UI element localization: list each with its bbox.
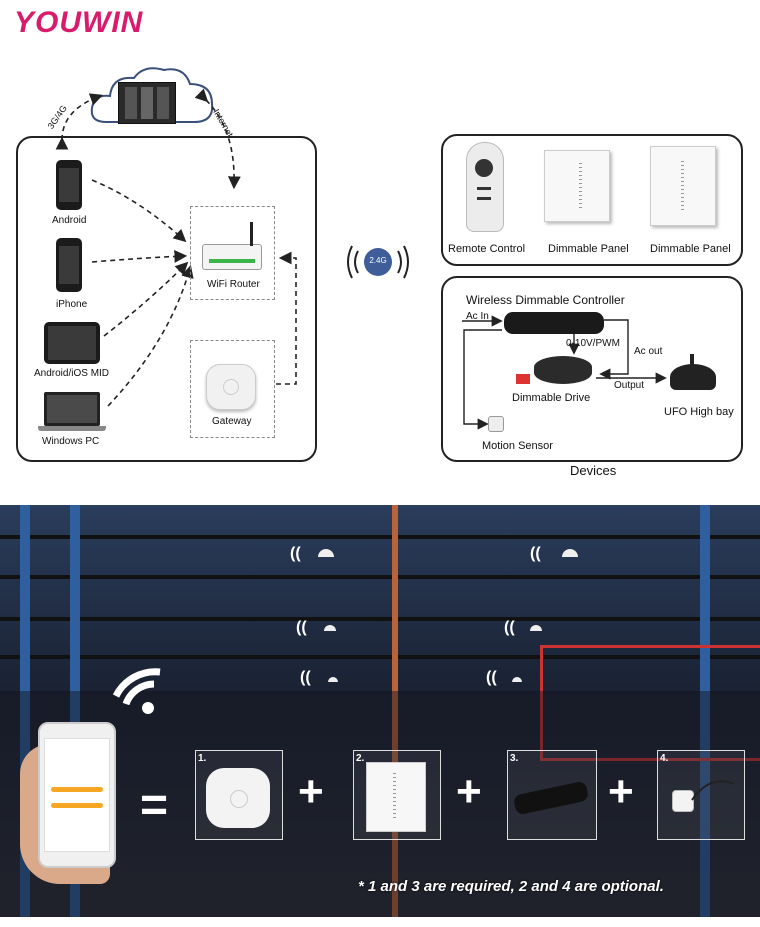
item-2-number: 2. bbox=[356, 753, 365, 764]
network-arrows bbox=[55, 88, 297, 407]
dimmable-drive-icon bbox=[534, 356, 592, 384]
remote-control-icon bbox=[466, 142, 504, 232]
router-antenna bbox=[250, 222, 253, 246]
device-label-iphone: iPhone bbox=[56, 299, 88, 310]
dimmable-panel-1-icon bbox=[544, 150, 610, 222]
item-4-number: 4. bbox=[660, 753, 669, 764]
plus-sign: + bbox=[608, 767, 634, 816]
devices-caption: Devices bbox=[570, 463, 617, 478]
wifi-router-icon bbox=[202, 244, 262, 270]
ac-out-label: Ac out bbox=[634, 346, 663, 357]
ufo-highbay-icon bbox=[670, 364, 716, 390]
controller-title: Wireless Dimmable Controller bbox=[466, 293, 625, 307]
dimmable-panel-2-icon bbox=[650, 146, 716, 226]
motion-sensor-icon bbox=[672, 790, 694, 812]
signal-icon: (( bbox=[296, 619, 307, 636]
highbay-light bbox=[318, 549, 334, 557]
dimmable-panel-icon bbox=[366, 762, 426, 832]
highbay-light bbox=[562, 549, 578, 557]
laptop-base bbox=[38, 426, 106, 431]
highbay-label: UFO High bay bbox=[664, 406, 734, 418]
output-label: Output bbox=[614, 380, 645, 391]
wifi-icon bbox=[112, 668, 161, 714]
device-label-mid: Android/iOS MID bbox=[34, 368, 110, 379]
rf-signal-icon bbox=[347, 245, 409, 279]
item-3-number: 3. bbox=[510, 753, 519, 764]
router-box bbox=[190, 206, 275, 300]
router-label: WiFi Router bbox=[207, 279, 260, 290]
plus-sign: + bbox=[298, 767, 324, 816]
signal-icon: (( bbox=[504, 619, 515, 636]
gateway-icon bbox=[206, 364, 256, 410]
highbay-light bbox=[324, 625, 336, 631]
highbay-hook bbox=[690, 354, 694, 366]
signal-icon: (( bbox=[300, 669, 311, 686]
requirements-note: * 1 and 3 are required, 2 and 4 are opti… bbox=[358, 878, 664, 895]
laptop-icon bbox=[44, 392, 100, 426]
controller-icon bbox=[504, 312, 604, 334]
highbay-light bbox=[328, 677, 338, 682]
remote-label: Remote Control bbox=[448, 243, 526, 255]
iphone-icon bbox=[56, 238, 82, 292]
scissor-lift bbox=[540, 645, 760, 761]
panel1-label: Dimmable Panel bbox=[548, 243, 629, 255]
android-phone-icon bbox=[56, 160, 82, 210]
plus-sign: + bbox=[456, 767, 482, 816]
highbay-light bbox=[530, 625, 542, 631]
smartphone-app-icon bbox=[38, 722, 116, 868]
device-label-android: Android bbox=[52, 215, 87, 226]
signal-icon: (( bbox=[486, 669, 497, 686]
gateway-box bbox=[190, 340, 275, 438]
sensor-wire bbox=[691, 780, 735, 801]
highbay-light bbox=[512, 677, 522, 682]
rf-badge-label: 2.4G bbox=[369, 256, 387, 265]
device-label-pc: Windows PC bbox=[42, 436, 100, 447]
server-icon bbox=[118, 82, 176, 124]
equals-sign: = bbox=[140, 779, 169, 832]
motion-sensor-icon bbox=[488, 416, 504, 432]
signal-label: 0-10V/PWM bbox=[566, 338, 620, 349]
tablet-icon bbox=[44, 322, 100, 364]
item-1-number: 1. bbox=[198, 753, 207, 764]
signal-icon: (( bbox=[530, 545, 541, 562]
ac-in-label: Ac In bbox=[466, 311, 489, 322]
gateway-label: Gateway bbox=[212, 416, 252, 427]
item-4-box bbox=[657, 750, 745, 840]
controller-wiring bbox=[462, 315, 667, 430]
panel2-label: Dimmable Panel bbox=[650, 243, 731, 255]
sensor-label: Motion Sensor bbox=[482, 440, 553, 452]
gateway-icon bbox=[206, 768, 270, 828]
warehouse-photo: (( (( (( (( (( (( bbox=[0, 505, 760, 917]
drive-label: Dimmable Drive bbox=[512, 392, 591, 404]
signal-icon: (( bbox=[290, 545, 301, 562]
brand-logo: YOUWIN bbox=[14, 6, 144, 39]
drive-tag bbox=[516, 374, 530, 384]
